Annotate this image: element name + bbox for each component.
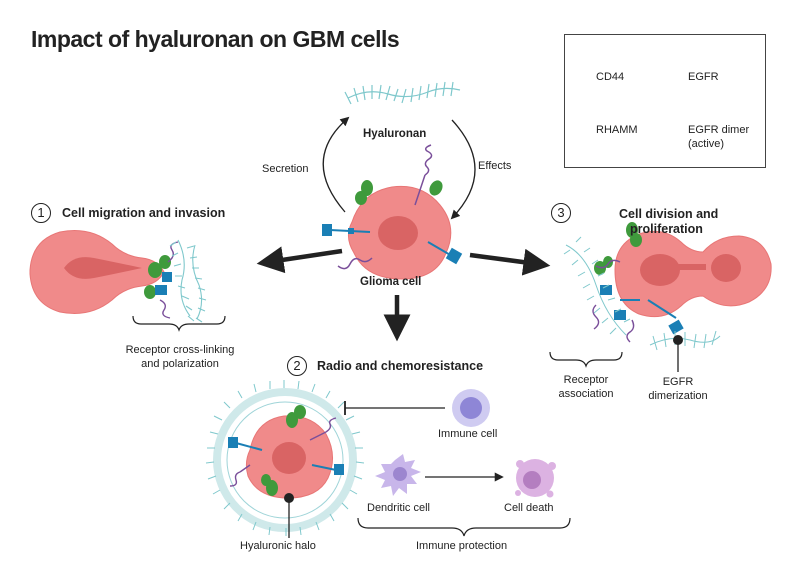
egfr-dimer-pointer-dot — [673, 335, 683, 345]
arrow-to-proliferation — [469, 248, 551, 276]
immune-protection-label: Immune protection — [416, 540, 508, 552]
legend-rhamm-label: RHAMM — [596, 124, 638, 136]
halo-pointer-dot — [284, 493, 294, 503]
dividing-cell — [614, 230, 772, 318]
receptor-association-line1: Receptor — [563, 374, 609, 386]
section-2-number: 2 — [287, 356, 307, 376]
migrating-cell — [29, 230, 165, 314]
section-1-number: 1 — [31, 203, 51, 223]
hyaluronic-halo-label: Hyaluronic halo — [240, 540, 316, 552]
immune-cell-label: Immune cell — [438, 428, 498, 440]
migration-hyaluronan — [169, 239, 207, 323]
effects-arrow — [450, 119, 476, 220]
legend-cd44-label: CD44 — [596, 71, 625, 83]
dendritic-cell-label: Dendritic cell — [367, 502, 430, 514]
secretion-label: Secretion — [262, 163, 309, 175]
dead-cell — [515, 459, 556, 498]
immune-cell — [452, 389, 490, 427]
section-1-title: Cell migration and invasion — [62, 206, 226, 220]
secretion-arrow — [322, 116, 350, 213]
immune-protection-brace — [357, 517, 571, 537]
section-1-caption-line2: and polarization — [141, 358, 219, 370]
legend-box — [564, 34, 766, 168]
effects-label: Effects — [478, 160, 512, 172]
receptor-association-brace — [549, 351, 623, 368]
legend-egfr-label: EGFR — [688, 71, 719, 83]
receptor-association-line2: association — [558, 388, 614, 400]
legend-egfr-dimer-label: EGFR dimer — [688, 124, 750, 136]
migration-receptor-cluster — [144, 241, 179, 319]
glioma-cell-label: Glioma cell — [360, 276, 422, 288]
egfr-dimerization-line2: dimerization — [648, 390, 708, 402]
legend-egfr-dimer-note: (active) — [688, 138, 725, 150]
section-3-title-line1: Cell division and — [619, 207, 719, 221]
arrow-to-migration — [256, 246, 343, 274]
resistant-cell-receptors — [228, 405, 344, 496]
proliferation-receptors — [592, 222, 684, 343]
page-title: Impact of hyaluronan on GBM cells — [31, 26, 400, 52]
dendritic-cell — [375, 454, 421, 496]
cell-death-label: Cell death — [504, 502, 554, 514]
egfr-dimerization-line1: EGFR — [662, 376, 694, 388]
resistant-cell — [213, 388, 357, 532]
section-1-caption-line1: Receptor cross-linking — [125, 344, 235, 356]
hyaluronan-label: Hyaluronan — [363, 128, 427, 140]
hyaluronan-strand-top — [344, 81, 461, 105]
section-3-number: 3 — [551, 203, 571, 223]
glioma-cell-receptors — [322, 144, 463, 270]
halo-hyaluronan — [205, 380, 365, 536]
section-3-title-line2: proliferation — [630, 222, 703, 236]
section-2-title: Radio and chemoresistance — [317, 359, 484, 373]
migration-brace — [132, 315, 226, 332]
